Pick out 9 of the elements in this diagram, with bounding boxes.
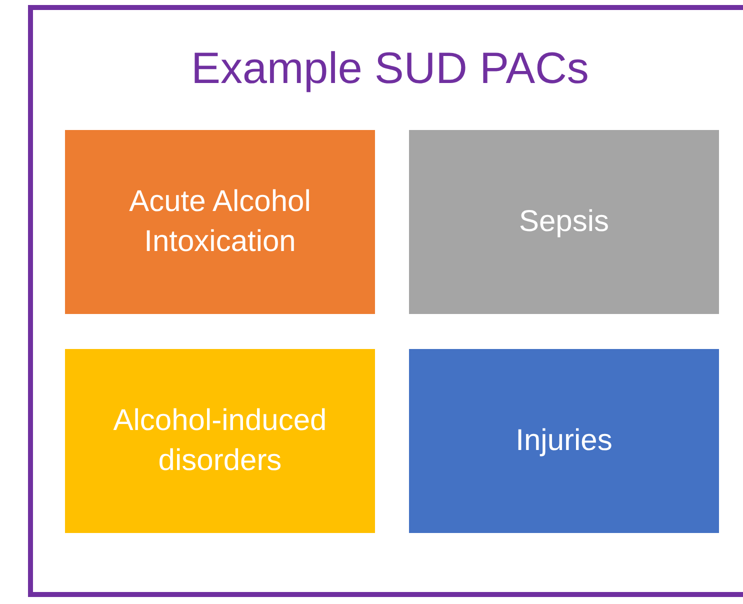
category-box <box>409 130 719 314</box>
category-box <box>65 130 375 314</box>
box-label: Acute Alcohol Intoxication <box>128 184 312 260</box>
box-label: Sepsis <box>518 204 610 240</box>
category-box <box>409 349 719 533</box>
category-box <box>65 349 375 533</box>
box-label: Injuries <box>516 423 612 459</box>
box-label: Alcohol-induced disorders <box>112 403 328 479</box>
title: Example SUD PACs <box>190 44 590 94</box>
